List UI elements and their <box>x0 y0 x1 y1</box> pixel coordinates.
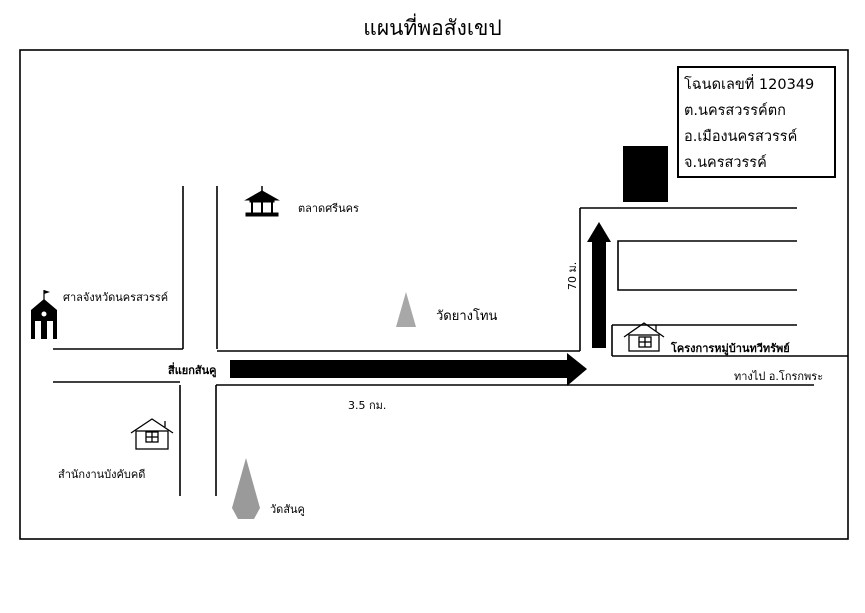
wat-san-khu-label: วัดสันคู <box>270 503 305 516</box>
deed-district: อ.เมืองนครสวรรค์ <box>684 129 798 145</box>
stupa-icon <box>396 292 416 327</box>
map-title: แผนที่พอสังเขป <box>363 16 502 40</box>
village-block <box>617 240 797 291</box>
arrow-icon <box>230 353 587 386</box>
distance-side-label: 70 ม. <box>566 261 579 290</box>
enforcement-office-label: สำนักงานบังคับคดี <box>58 468 146 481</box>
target-plot-marker <box>623 146 668 202</box>
house-icon <box>623 322 665 352</box>
deed-subdistrict: ต.นครสวรรค์ตก <box>684 103 786 119</box>
market-label: ตลาดศรีนคร <box>298 202 359 215</box>
courthouse-icon <box>31 290 57 339</box>
map-frame <box>19 49 849 540</box>
stupa-icon <box>232 458 260 519</box>
house-icon <box>130 418 174 450</box>
court-label: ศาลจังหวัดนครสวรรค์ <box>63 291 169 304</box>
krokphra-direction-label: ทางไป อ.โกรกพระ <box>734 370 824 383</box>
wat-yang-thon-label: วัดยางโทน <box>436 309 498 324</box>
arrow-icon <box>587 222 611 348</box>
intersection-label: สี่แยกสันคู <box>168 364 217 377</box>
pavilion-icon <box>244 186 280 217</box>
village-project-label: โครงการหมู่บ้านทวีทรัพย์ <box>671 342 790 355</box>
title-deed-box: โฉนดเลขที่ 120349 ต.นครสวรรค์ตก อ.เมืองน… <box>677 66 836 178</box>
deed-province: จ.นครสวรรค์ <box>684 155 767 171</box>
deed-number: โฉนดเลขที่ 120349 <box>684 77 815 93</box>
distance-main-label: 3.5 กม. <box>348 399 387 412</box>
